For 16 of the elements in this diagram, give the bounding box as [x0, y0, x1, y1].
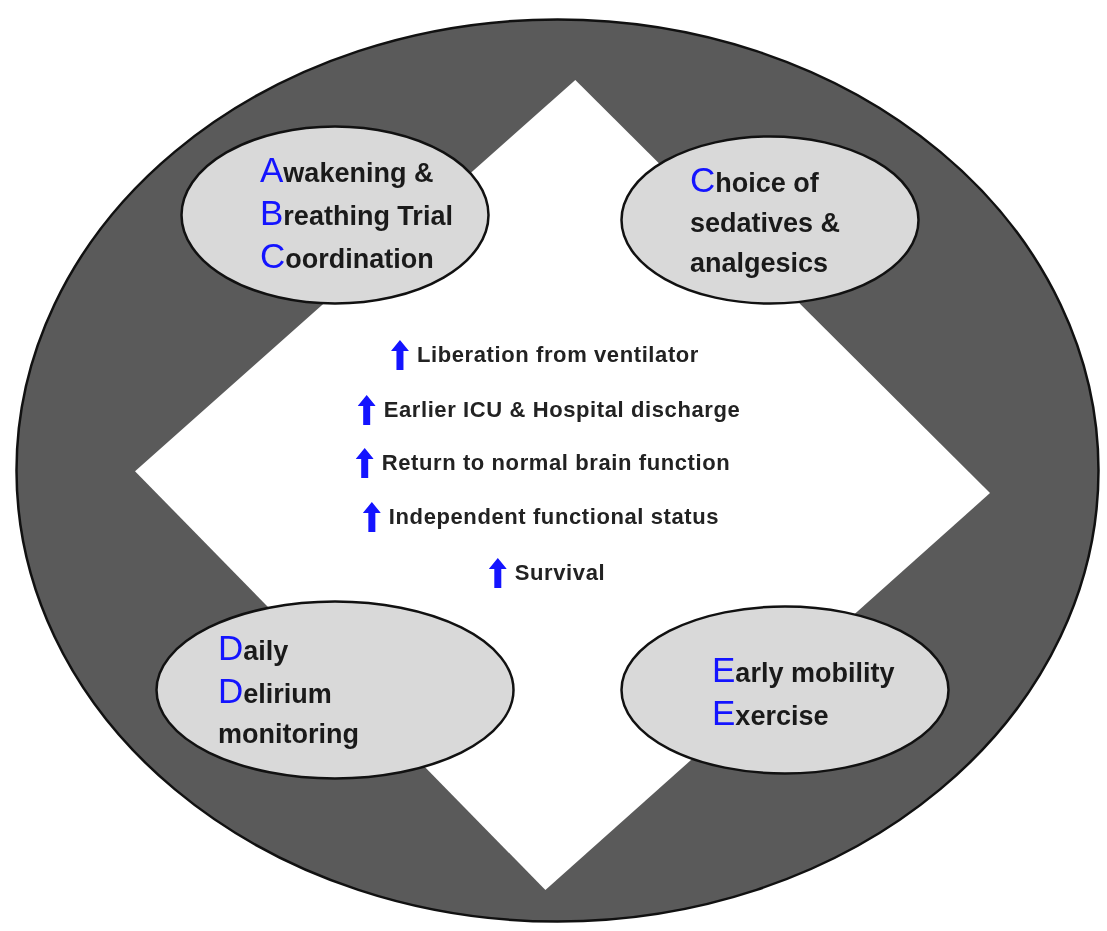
ellipse-label: Choice of	[690, 160, 820, 201]
outcome-text: Independent functional status	[388, 504, 720, 530]
ellipse-label: Awakening &	[260, 150, 435, 191]
ellipse-label: Delirium	[218, 671, 333, 712]
ellipse-label: Daily	[218, 628, 290, 669]
ellipse-label: Coordination	[260, 236, 435, 277]
outcome-text: Survival	[514, 560, 606, 586]
outcome-text: Earlier ICU & Hospital discharge	[383, 397, 741, 423]
ellipse-label: monitoring	[218, 718, 359, 751]
outcome-text: Liberation from ventilator	[416, 342, 700, 368]
ellipse-label: analgesics	[690, 247, 830, 280]
ellipse-label: Breathing Trial	[260, 193, 453, 234]
outcome-text: Return to normal brain function	[381, 450, 731, 476]
ellipse-label: sedatives &	[690, 207, 841, 240]
ellipse-label: Exercise	[712, 693, 830, 734]
ellipse-label: Early mobility	[712, 650, 895, 691]
